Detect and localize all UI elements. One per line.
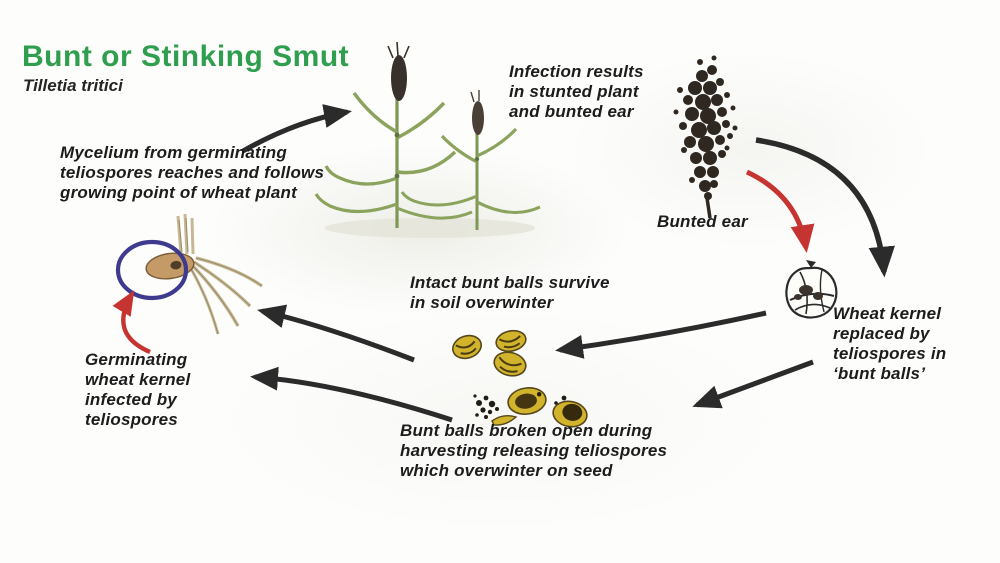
label-line: Mycelium from germinating bbox=[60, 143, 287, 162]
label-line: Bunted ear bbox=[657, 212, 748, 231]
label-line: which overwinter on seed bbox=[400, 461, 613, 480]
label-broken: Bunt balls broken open during harvesting… bbox=[400, 421, 667, 481]
arrow-bunt-ball-to-intact-icon bbox=[555, 310, 767, 359]
label-wheat-kernel: Wheat kernel replaced by teliospores in … bbox=[833, 304, 946, 384]
label-line: Bunt balls broken open during bbox=[400, 421, 653, 440]
label-line: teliospores reaches and follows bbox=[60, 163, 325, 182]
label-mycelium: Mycelium from germinating teliospores re… bbox=[60, 143, 324, 203]
page-title: Bunt or Stinking Smut bbox=[22, 40, 350, 73]
label-germinating: Germinating wheat kernel infected by tel… bbox=[85, 350, 190, 430]
label-infection: Infection results in stunted plant and b… bbox=[509, 62, 644, 122]
broken-bunt-balls-icon bbox=[473, 387, 588, 428]
label-line: teliospores in bbox=[833, 344, 947, 363]
label-line: Wheat kernel bbox=[833, 304, 942, 323]
bunt-ball-icon bbox=[785, 260, 838, 319]
label-line: and bunted ear bbox=[509, 102, 634, 121]
label-intact: Intact bunt balls survive in soil overwi… bbox=[410, 273, 610, 313]
label-line: ‘bunt balls’ bbox=[833, 364, 926, 383]
label-line: harvesting releasing teliospores bbox=[400, 441, 668, 460]
arrow-intact-to-germinating-icon bbox=[257, 304, 415, 363]
arrow-mycelium-to-plant-icon bbox=[241, 104, 352, 154]
label-line: wheat kernel bbox=[85, 370, 191, 389]
label-line: infected by bbox=[85, 390, 177, 409]
page-subtitle: Tilletia tritici bbox=[23, 76, 123, 95]
label-line: in stunted plant bbox=[509, 82, 639, 101]
germinating-kernel-icon bbox=[112, 213, 263, 355]
label-line: Germinating bbox=[85, 350, 188, 369]
label-line: teliospores bbox=[85, 410, 178, 429]
arrow-wheat-kernel-to-broken-icon bbox=[692, 359, 814, 409]
arrow-broken-to-germinating-icon bbox=[250, 366, 453, 423]
label-line: Infection results bbox=[509, 62, 644, 81]
label-bunted-ear: Bunted ear bbox=[657, 212, 748, 232]
wheat-plants-icon bbox=[314, 41, 541, 238]
arrow-ear-to-wheat-kernel-icon bbox=[755, 137, 895, 278]
label-line: growing point of wheat plant bbox=[60, 183, 297, 202]
label-line: in soil overwinter bbox=[410, 293, 554, 312]
arrow-red-ear-to-bunt-ball-icon bbox=[745, 169, 815, 253]
intact-bunt-balls-icon bbox=[451, 329, 527, 377]
bunted-ear-icon bbox=[673, 55, 738, 219]
label-line: Intact bunt balls survive bbox=[410, 273, 610, 292]
label-line: replaced by bbox=[833, 324, 930, 343]
